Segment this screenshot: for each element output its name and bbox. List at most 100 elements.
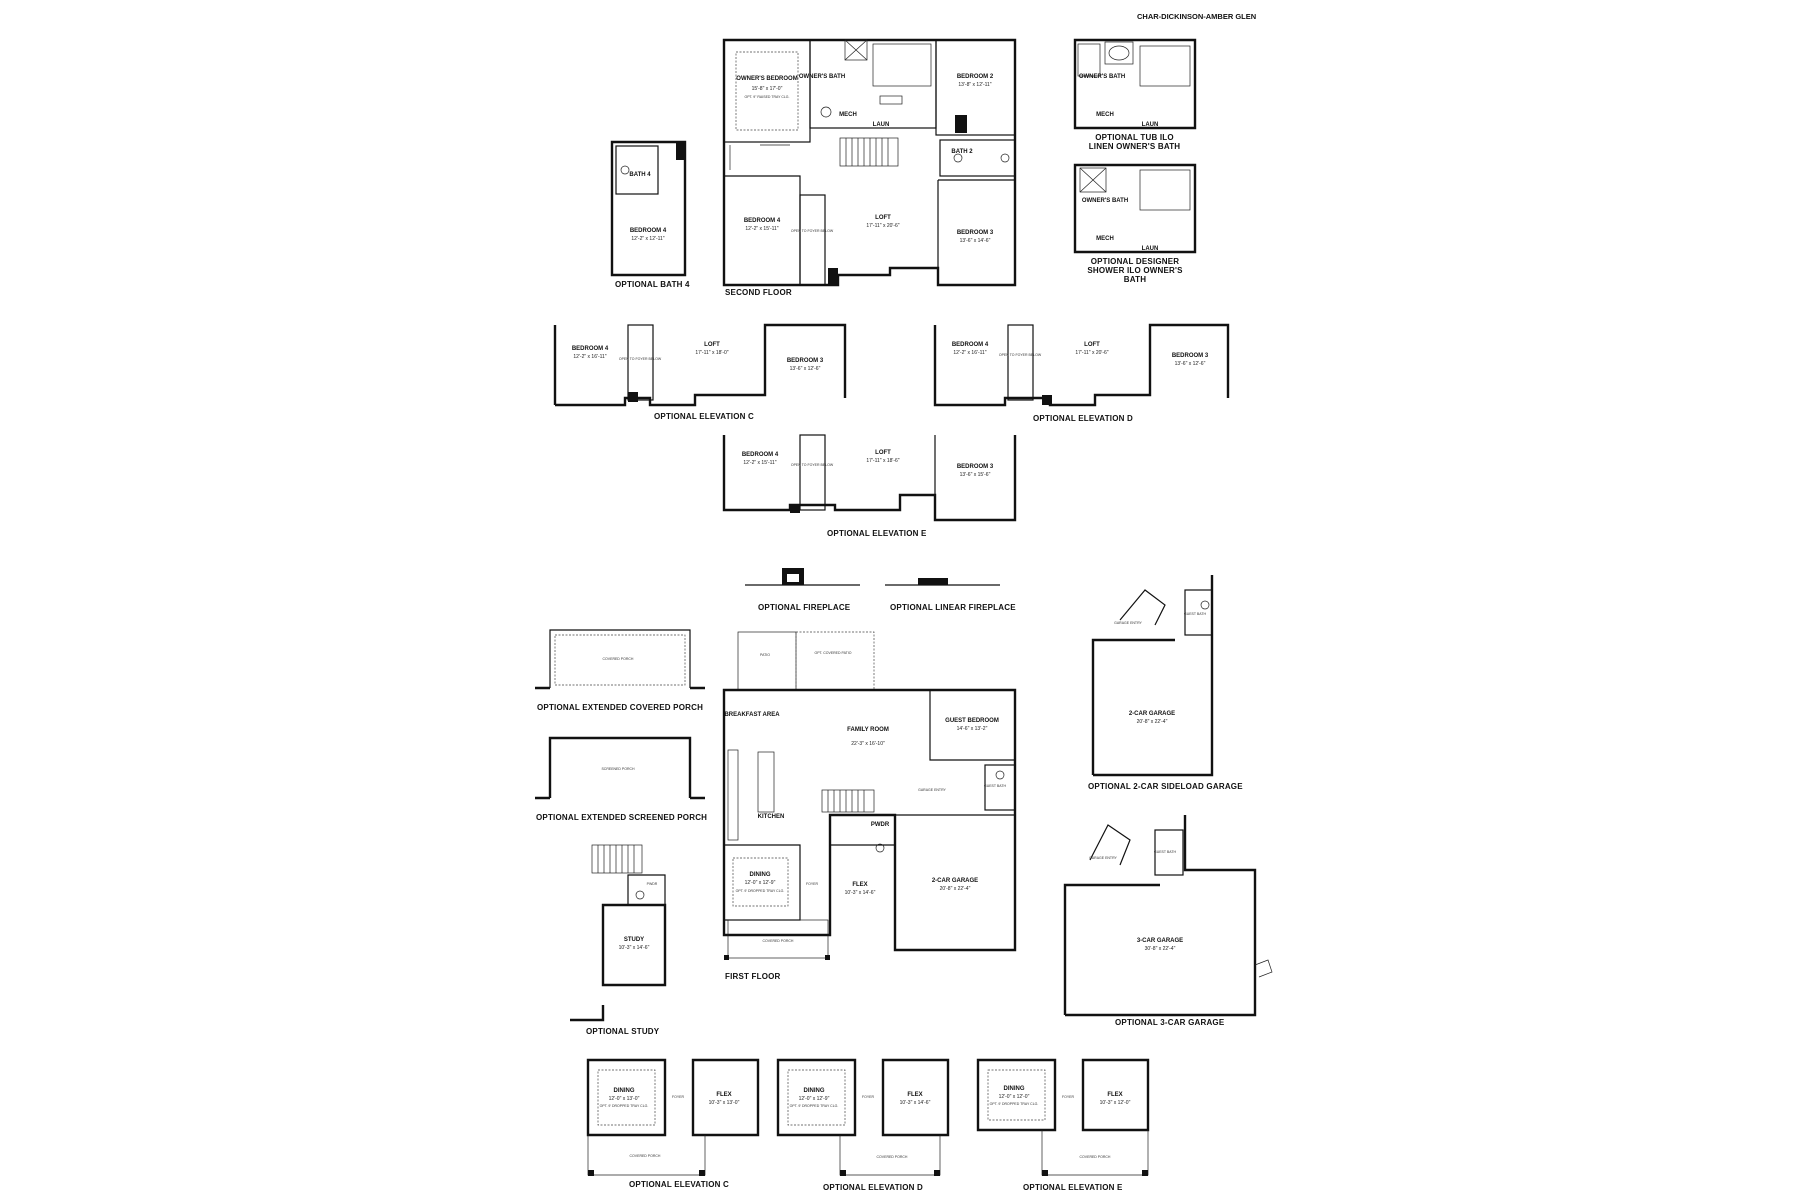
three-car-garage-plan xyxy=(1063,815,1273,1017)
eleve-open-to-foyer-label: OPEN TO FOYER BELOW xyxy=(791,463,834,467)
lc-foyer-label: FOYER xyxy=(672,1095,685,1099)
first-floor-plan xyxy=(722,631,1017,960)
elevd-loft-label: LOFT xyxy=(1084,342,1100,348)
ld-flex-label: FLEX xyxy=(907,1092,922,1098)
elevc-loft-label: LOFT xyxy=(704,342,720,348)
garage2-dim: 20'-8" x 22'-4" xyxy=(940,886,971,892)
elevd-open-to-foyer-label: OPEN TO FOYER BELOW xyxy=(999,353,1042,357)
sideload-garage-dim: 20'-8" x 22'-4" xyxy=(1137,719,1168,725)
le-dining-label: DINING xyxy=(1004,1086,1025,1092)
dining-dim: 12'-0" x 12'-9" xyxy=(745,880,776,886)
upper-elevation-e-caption: OPTIONAL ELEVATION E xyxy=(827,529,927,538)
sideload-entry-label: GARAGE ENTRY xyxy=(1114,621,1142,625)
lc-flex-dim: 10'-3" x 13'-0" xyxy=(709,1100,740,1106)
loft-dim: 17'-11" x 20'-6" xyxy=(866,223,899,229)
opt-shower-owners-bath-label: OWNER'S BATH xyxy=(1082,198,1128,204)
elevd-bedroom3-label: BEDROOM 3 xyxy=(1172,353,1209,359)
bedroom2-label: BEDROOM 2 xyxy=(957,74,994,80)
optional-linear-fireplace-plan xyxy=(885,578,1000,586)
le-dining-dim: 12'-0" x 12'-0" xyxy=(999,1094,1030,1100)
second-floor-plan xyxy=(722,38,1017,287)
opt-shower-mech-label: MECH xyxy=(1096,236,1114,242)
ext-screened-porch-label: SCREENED PORCH xyxy=(601,767,635,771)
elevc-bedroom3-dim: 13'-6" x 12'-6" xyxy=(790,366,821,372)
owners-bath-label: OWNER'S BATH xyxy=(799,74,845,80)
owners-bedroom-note: OPT. 9" RAISED TRAY CLG. xyxy=(744,95,789,99)
lower-elevation-e-caption: OPTIONAL ELEVATION E xyxy=(1023,1183,1123,1192)
lower-elevation-d-caption: OPTIONAL ELEVATION D xyxy=(823,1183,924,1192)
elevd-bedroom3-dim: 13'-6" x 12'-6" xyxy=(1175,361,1206,367)
opt-bath4-bath-label: BATH 4 xyxy=(629,172,651,178)
lc-dining-label: DINING xyxy=(614,1088,635,1094)
pwdr-label: PWDR xyxy=(871,822,890,828)
eleve-loft-label: LOFT xyxy=(875,450,891,456)
optional-designer-shower-plan xyxy=(1073,163,1197,254)
elevc-open-to-foyer-label: OPEN TO FOYER BELOW xyxy=(619,357,662,361)
opt-bath4-bedroom4-dim: 12'-2" x 12'-11" xyxy=(631,236,664,242)
upper-elevation-d-plan xyxy=(933,323,1230,407)
extended-screened-porch-plan xyxy=(535,736,705,800)
dining-label: DINING xyxy=(750,872,771,878)
patio-label: PATIO xyxy=(760,653,770,657)
opt-covered-patio-label: OPT. COVERED PATIO xyxy=(814,651,851,655)
foyer-label: FOYER xyxy=(806,882,819,886)
second-floor-caption: SECOND FLOOR xyxy=(725,288,792,297)
family-room-label: FAMILY ROOM xyxy=(847,727,889,733)
elevc-loft-dim: 17'-11" x 18'-0" xyxy=(695,350,728,356)
elevd-bedroom4-dim: 12'-2" x 16'-11" xyxy=(953,350,986,356)
owners-bedroom-label: OWNER'S BEDROOM xyxy=(736,76,797,82)
ld-porch-label: COVERED PORCH xyxy=(877,1155,908,1159)
upper-elevation-d-caption: OPTIONAL ELEVATION D xyxy=(1033,414,1134,423)
three-car-garage-caption: OPTIONAL 3-CAR GARAGE xyxy=(1115,1018,1225,1027)
extended-screened-porch-caption: OPTIONAL EXTENDED SCREENED PORCH xyxy=(536,813,708,822)
le-flex-dim: 10'-3" x 12'-0" xyxy=(1100,1100,1131,1106)
lc-flex-label: FLEX xyxy=(716,1092,731,1098)
optional-study-plan xyxy=(570,844,667,1022)
lc-porch-label: COVERED PORCH xyxy=(630,1154,661,1158)
owners-bedroom-dim: 15'-8" x 17'-0" xyxy=(752,86,783,92)
optional-study-caption: OPTIONAL STUDY xyxy=(586,1027,660,1036)
first-floor-caption: FIRST FLOOR xyxy=(725,972,781,981)
study-dim: 10'-3" x 14'-6" xyxy=(619,945,650,951)
ext-covered-porch-label: COVERED PORCH xyxy=(603,657,634,661)
bedroom4-dim: 12'-2" x 15'-11" xyxy=(745,226,778,232)
optional-linear-fireplace-caption: OPTIONAL LINEAR FIREPLACE xyxy=(890,603,1016,612)
guest-bedroom-dim: 14'-6" x 13'-2" xyxy=(957,726,988,732)
lower-elevation-c-plan xyxy=(586,1058,760,1176)
optional-fireplace-plan xyxy=(745,568,860,586)
opt-shower-laun-label: LAUN xyxy=(1142,246,1159,252)
breakfast-label: BREAKFAST AREA xyxy=(724,712,780,718)
garage3-bath-label: GUEST BATH xyxy=(1154,850,1177,854)
extended-covered-porch-caption: OPTIONAL EXTENDED COVERED PORCH xyxy=(537,703,704,712)
family-room-dim: 22'-3" x 16'-10" xyxy=(851,741,885,747)
le-porch-label: COVERED PORCH xyxy=(1080,1155,1111,1159)
optional-bath-4-caption: OPTIONAL BATH 4 xyxy=(615,280,690,289)
elevc-bedroom3-label: BEDROOM 3 xyxy=(787,358,824,364)
sideload-garage-label: 2-CAR GARAGE xyxy=(1129,711,1175,717)
upper-elevation-c-caption: OPTIONAL ELEVATION C xyxy=(654,412,755,421)
eleve-bedroom3-label: BEDROOM 3 xyxy=(957,464,994,470)
lc-dining-dim: 12'-0" x 13'-0" xyxy=(609,1096,640,1102)
garage2-label: 2-CAR GARAGE xyxy=(932,878,978,884)
lower-elevation-d-plan xyxy=(776,1058,950,1176)
study-label: STUDY xyxy=(624,937,644,943)
lower-elevation-c-caption: OPTIONAL ELEVATION C xyxy=(629,1180,730,1189)
guest-bath-label: GUEST BATH xyxy=(984,784,1007,788)
optional-bath-4-plan xyxy=(610,140,687,277)
opt-bath4-bedroom4-label: BEDROOM 4 xyxy=(630,228,667,234)
laun-label: LAUN xyxy=(873,122,890,128)
opt-tub-mech-label: MECH xyxy=(1096,112,1114,118)
elevc-bedroom4-dim: 12'-2" x 16'-11" xyxy=(573,354,606,360)
kitchen-label: KITCHEN xyxy=(758,814,785,820)
open-to-foyer-label: OPEN TO FOYER BELOW xyxy=(791,229,834,233)
ld-flex-dim: 10'-3" x 14'-6" xyxy=(900,1100,931,1106)
sideload-bath-label: GUEST BATH xyxy=(1184,612,1207,616)
opt-tub-owners-bath-label: OWNER'S BATH xyxy=(1079,74,1125,80)
optional-tub-plan xyxy=(1073,38,1197,130)
optional-fireplace-caption: OPTIONAL FIREPLACE xyxy=(758,603,851,612)
sideload-garage-plan xyxy=(1091,575,1214,777)
elevc-bedroom4-label: BEDROOM 4 xyxy=(572,346,609,352)
ld-dining-dim: 12'-0" x 12'-9" xyxy=(799,1096,830,1102)
elevd-bedroom4-label: BEDROOM 4 xyxy=(952,342,989,348)
